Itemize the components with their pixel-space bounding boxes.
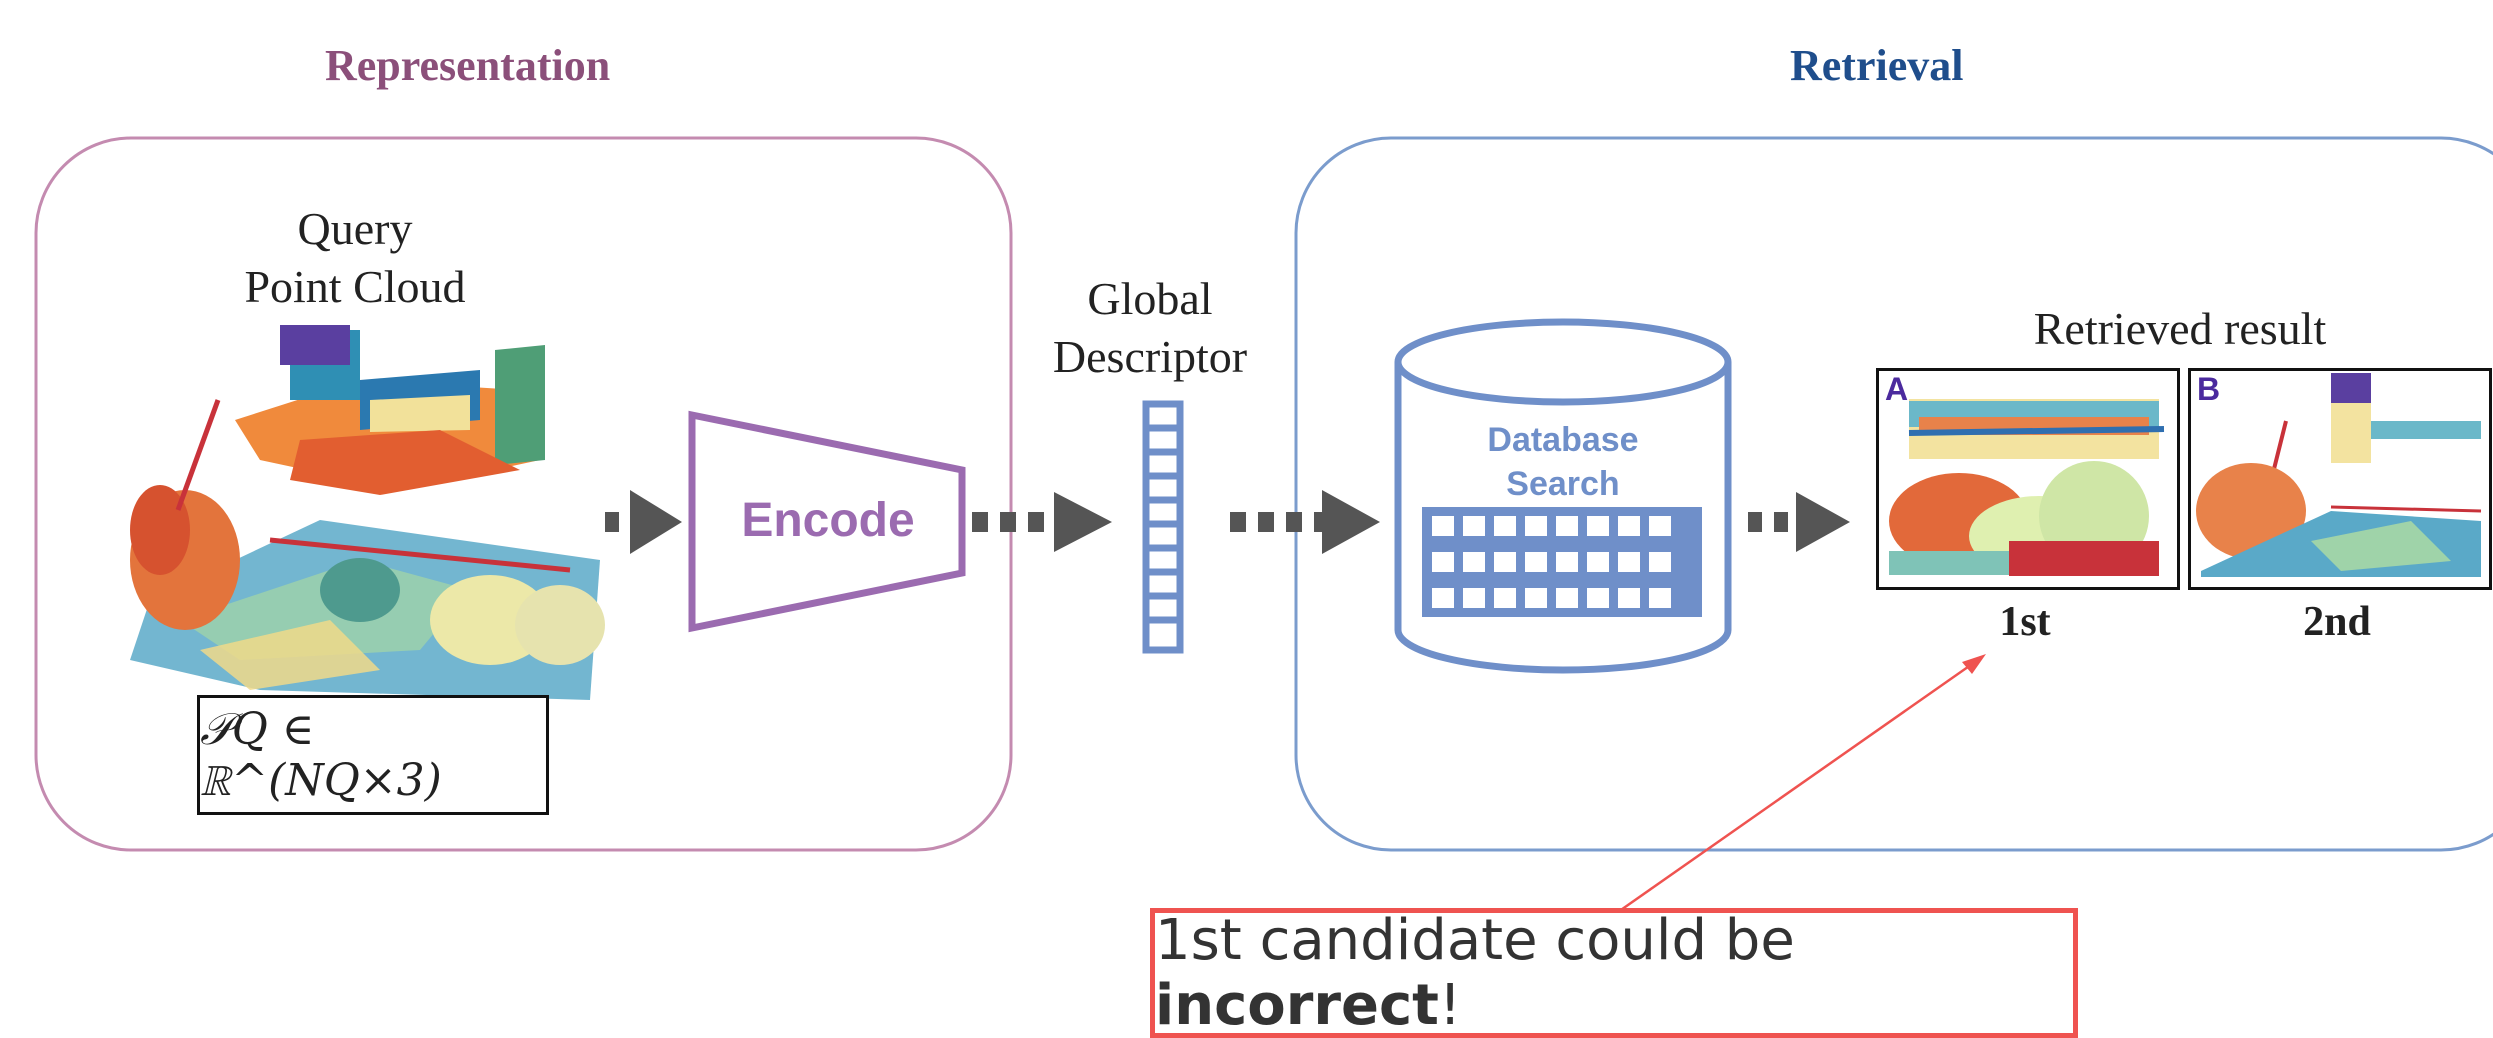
callout-pointer — [1617, 654, 1986, 914]
callout-text-after: ! — [1438, 973, 1462, 1038]
result-thumbnail-a: A — [1876, 368, 2180, 590]
descriptor-label-line1: Global — [1087, 273, 1213, 324]
database-label-line2: Search — [1506, 465, 1620, 503]
database-label: Database Search — [1420, 418, 1706, 506]
query-label-line2: Point Cloud — [244, 261, 466, 312]
query-point-cloud-image — [130, 325, 605, 700]
arrow-query-to-encoder — [605, 490, 682, 554]
retrieval-panel — [1294, 136, 2493, 852]
encoder-label: Encode — [741, 494, 915, 547]
arrow-descriptor-to-database — [1230, 490, 1380, 554]
result-b-point-cloud — [2196, 373, 2482, 577]
query-formula-box: 𝒫Q ∈ ℝ^(NQ×3) — [197, 695, 549, 815]
callout-text: 1st candidate could be incorrect! — [1155, 908, 2073, 1038]
callout-text-before: 1st candidate could be — [1155, 908, 1795, 973]
database-label-line1: Database — [1487, 421, 1639, 459]
global-descriptor-vector — [1142, 400, 1184, 654]
arrow-encoder-to-descriptor — [972, 492, 1112, 552]
incorrect-candidate-callout: 1st candidate could be incorrect! — [1150, 908, 2078, 1038]
result-tag-b: B — [2197, 371, 2221, 407]
descriptor-label: Global Descriptor — [1030, 270, 1270, 386]
database-table-cells — [1432, 516, 1671, 608]
result-rank-2nd: 2nd — [2303, 599, 2371, 645]
result-thumbnail-b: B — [2188, 368, 2492, 590]
result-tag-a: A — [1885, 371, 1909, 407]
descriptor-label-line2: Descriptor — [1052, 331, 1248, 382]
results-title: Retrieved result — [2033, 303, 2327, 354]
representation-title: Representation — [325, 41, 611, 90]
query-label-line1: Query — [297, 203, 413, 254]
callout-text-bold: incorrect — [1155, 973, 1439, 1038]
query-label: Query Point Cloud — [190, 200, 520, 316]
representation-panel — [34, 136, 1013, 852]
retrieval-title: Retrieval — [1790, 41, 1964, 90]
query-formula: 𝒫Q ∈ ℝ^(NQ×3) — [200, 704, 442, 806]
encoder-block — [688, 410, 966, 633]
result-rank-1st: 1st — [1999, 599, 2051, 645]
arrow-database-to-results — [1748, 492, 1850, 552]
result-a-point-cloud — [1889, 399, 2165, 576]
